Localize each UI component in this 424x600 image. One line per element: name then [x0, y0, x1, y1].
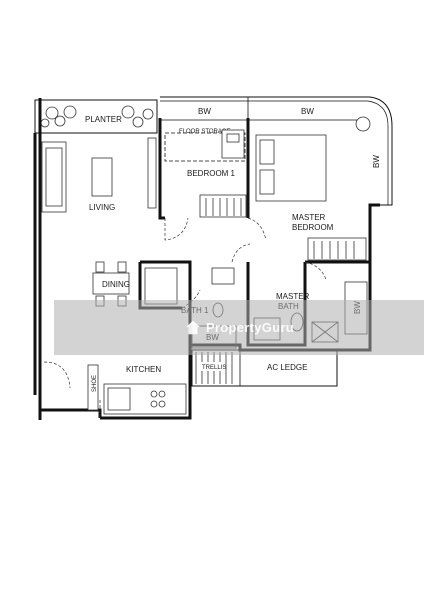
toilet-icon: [212, 302, 224, 318]
tv-console: [147, 137, 157, 209]
living-room: LIVING: [41, 137, 157, 213]
master-bedroom-label-2: BEDROOM: [292, 223, 334, 232]
bed-icon: [221, 129, 245, 159]
coffee-table: [91, 157, 113, 197]
plant-icon: [40, 105, 154, 128]
sofa-icon: [41, 141, 67, 213]
shoe-label: SHOE: [92, 375, 98, 392]
kitchen-counter: [103, 383, 187, 415]
bw-bottom-label: BW: [206, 333, 219, 342]
master-bath: MASTER BATH BW: [253, 261, 368, 343]
bath-1-label: BATH 1: [181, 306, 209, 315]
basin-icon: [211, 267, 235, 285]
bw-master-bath-label: BW: [353, 301, 362, 314]
dining-label: DINING: [102, 280, 130, 289]
bw-top-right-label: BW: [301, 107, 314, 116]
dining-area: DINING: [92, 261, 130, 307]
wardrobe: [199, 194, 247, 218]
bw-right-label: BW: [372, 155, 381, 168]
shower-area: [144, 267, 178, 305]
living-label: LIVING: [89, 203, 115, 212]
stove-icon: [150, 390, 158, 398]
vanity-icon: [253, 317, 281, 341]
master-bedroom-label-1: MASTER: [292, 213, 326, 222]
master-bath-label-1: MASTER: [276, 292, 310, 301]
column-round: [355, 116, 371, 132]
toilet-icon: [290, 312, 304, 332]
kitchen-label: KITCHEN: [126, 365, 161, 374]
wardrobe: [307, 237, 367, 261]
trellis-ac-ledge: TRELLIS AC LEDGE: [191, 349, 338, 387]
bedroom-1-label: BEDROOM 1: [187, 169, 236, 178]
bay-window-strip: [160, 96, 393, 206]
planter-label: PLANTER: [85, 115, 122, 124]
bedroom-1: FLOOR STORAGE BEDROOM 1: [164, 129, 247, 241]
floor-storage-label: FLOOR STORAGE: [179, 129, 231, 135]
bw-top-left-label: BW: [198, 107, 211, 116]
planter-area: PLANTER: [34, 99, 158, 134]
shoe-cabinet: [87, 364, 99, 411]
ac-ledge-label: AC LEDGE: [267, 363, 307, 372]
trellis-label: TRELLIS: [202, 365, 226, 371]
bed-icon: [255, 134, 327, 202]
master-bath-label-2: BATH: [278, 302, 299, 311]
kitchen: SHOE KITCHEN: [43, 361, 187, 415]
master-bedroom: MASTER BEDROOM: [231, 134, 367, 263]
